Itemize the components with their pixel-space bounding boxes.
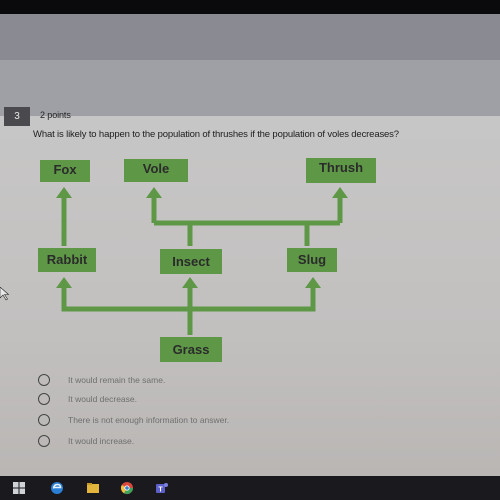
arrowhead-thrush xyxy=(332,187,348,198)
node-fox: Fox xyxy=(40,160,90,182)
radio-button[interactable] xyxy=(38,435,50,447)
question-number: 3 xyxy=(4,107,30,126)
edge-icon[interactable] xyxy=(50,481,64,495)
question-points: 2 points xyxy=(40,110,71,120)
option-remain-same[interactable]: It would remain the same. xyxy=(38,374,338,388)
mouse-cursor-icon xyxy=(0,287,10,301)
option-not-enough-info[interactable]: There is not enough information to answe… xyxy=(38,414,338,428)
node-slug: Slug xyxy=(287,248,337,272)
teams-icon[interactable]: T xyxy=(155,481,169,495)
taskbar: T xyxy=(0,476,500,500)
option-label: There is not enough information to answe… xyxy=(68,415,230,425)
node-rabbit: Rabbit xyxy=(38,248,96,272)
option-label: It would increase. xyxy=(68,436,135,446)
option-label: It would remain the same. xyxy=(68,375,166,385)
arrowhead-vole xyxy=(146,187,162,198)
screen xyxy=(0,14,500,476)
question-text: What is likely to happen to the populati… xyxy=(33,129,399,140)
radio-button[interactable] xyxy=(38,393,50,405)
node-insect: Insect xyxy=(160,249,222,274)
radio-button[interactable] xyxy=(38,414,50,426)
arrowhead-fox xyxy=(56,187,72,198)
option-decrease[interactable]: It would decrease. xyxy=(38,393,338,407)
form-header-area xyxy=(0,60,500,116)
arrowhead-rabbit xyxy=(56,277,72,288)
option-label: It would decrease. xyxy=(68,394,137,404)
node-grass: Grass xyxy=(160,337,222,362)
radio-button[interactable] xyxy=(38,374,50,386)
arrowhead-insect xyxy=(182,277,198,288)
monitor-bezel xyxy=(0,0,500,14)
svg-text:T: T xyxy=(158,486,163,493)
option-increase[interactable]: It would increase. xyxy=(38,435,338,449)
chrome-icon[interactable] xyxy=(120,481,134,495)
node-thrush: Thrush xyxy=(306,158,376,183)
node-vole: Vole xyxy=(124,159,188,182)
arrow-grass-bar xyxy=(61,286,316,312)
browser-header-area xyxy=(0,14,500,60)
file-explorer-icon[interactable] xyxy=(86,481,100,495)
windows-start-icon[interactable] xyxy=(12,481,26,495)
arrowhead-slug xyxy=(305,277,321,288)
